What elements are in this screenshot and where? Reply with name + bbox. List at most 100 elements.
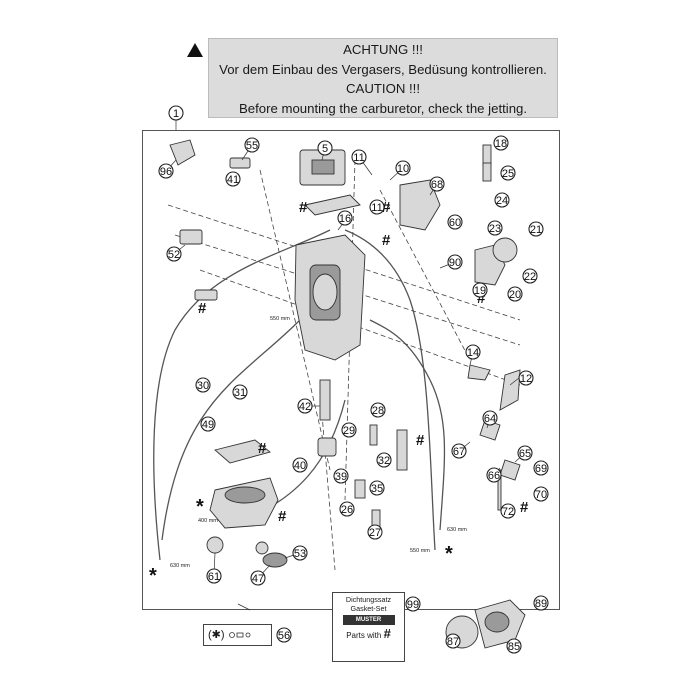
warning-line-en-text: Before mounting the carburetor, check th… — [238, 100, 528, 116]
callout-21: 21 — [528, 221, 544, 237]
svg-text:67: 67 — [453, 446, 465, 458]
svg-text:40: 40 — [294, 460, 306, 472]
callout-96: 96 — [158, 163, 174, 179]
svg-text:32: 32 — [378, 455, 390, 467]
callout-11: 11 — [369, 199, 385, 215]
callout-64: 64 — [482, 410, 498, 426]
svg-text:42: 42 — [299, 401, 311, 413]
callout-66: 66 — [486, 467, 502, 483]
dimension-550mm-bottom: 550 mm — [410, 548, 430, 554]
mixed-parts-legend-box: (✱) — [203, 624, 272, 646]
svg-text:68: 68 — [431, 179, 443, 191]
svg-text:96: 96 — [160, 166, 172, 178]
throttle-cable-right — [344, 229, 436, 551]
small-parts-icon — [228, 632, 251, 638]
callout-31: 31 — [232, 384, 248, 400]
callout-61: 61 — [206, 568, 222, 584]
callout-25: 25 — [500, 165, 516, 181]
gasket-kit-marker: # — [278, 508, 287, 525]
svg-text:11: 11 — [353, 152, 364, 164]
gasket-kit-logo: MUSTER — [342, 615, 395, 625]
svg-text:20: 20 — [509, 289, 521, 301]
svg-text:10: 10 — [397, 163, 409, 175]
callout-89: 89 — [533, 595, 549, 611]
carburetor-body — [294, 149, 366, 361]
svg-text:31: 31 — [234, 387, 246, 399]
callout-18: 18 — [493, 135, 509, 151]
callout-42: 42 — [297, 398, 313, 414]
callout-47: 47 — [250, 570, 266, 586]
svg-text:60: 60 — [449, 217, 461, 229]
gasket-kit-title-en: Gasket-Set — [350, 603, 387, 613]
svg-text:55: 55 — [246, 140, 258, 152]
gasket-kit-marker: # — [520, 499, 529, 516]
callout-55: 55 — [244, 137, 260, 153]
svg-text:49: 49 — [202, 419, 214, 431]
svg-text:28: 28 — [372, 405, 384, 417]
dimension-630mm-right: 630 mm — [447, 527, 467, 533]
throttle-cable-left — [153, 229, 331, 561]
callout-27: 27 — [367, 524, 383, 540]
svg-text:90: 90 — [449, 257, 461, 269]
svg-text:18: 18 — [495, 138, 507, 150]
callout-22: 22 — [522, 268, 538, 284]
svg-text:16: 16 — [339, 213, 351, 225]
svg-text:56: 56 — [278, 630, 290, 642]
callout-40: 40 — [292, 457, 308, 473]
mixed-parts-marker: * — [445, 543, 453, 565]
callout-56: 56 — [276, 627, 292, 643]
callout-30: 30 — [195, 377, 211, 393]
callout-99: 99 — [405, 596, 421, 612]
callout-12: 12 — [518, 370, 534, 386]
dimension-400mm: 400 mm — [198, 518, 218, 524]
callout-60: 60 — [447, 214, 463, 230]
callout-68: 68 — [429, 176, 445, 192]
callout-72: 72 — [500, 503, 516, 519]
callout-67: 67 — [451, 443, 467, 459]
callout-10: 10 — [395, 160, 411, 176]
gasket-kit-marker: # — [416, 432, 425, 449]
svg-text:21: 21 — [530, 224, 542, 236]
callout-35: 35 — [369, 480, 385, 496]
svg-text:24: 24 — [496, 195, 508, 207]
gasket-kit-title-de: Dichtungssatz — [345, 595, 392, 604]
dimension-630mm-left: 630 mm — [170, 563, 190, 569]
mixed-parts-marker: * — [196, 496, 204, 518]
svg-text:35: 35 — [371, 483, 383, 495]
svg-text:25: 25 — [502, 168, 514, 180]
accelerator-pump-parts — [399, 144, 521, 481]
svg-text:61: 61 — [208, 571, 220, 583]
svg-text:30: 30 — [197, 380, 209, 392]
warning-line-de-title: ACHTUNG !!! — [343, 42, 423, 57]
svg-text:29: 29 — [343, 425, 355, 437]
callout-49: 49 — [200, 416, 216, 432]
vent-hose-right — [369, 319, 446, 531]
callout-32: 32 — [376, 452, 392, 468]
callout-39: 39 — [333, 468, 349, 484]
float-bowl — [206, 439, 288, 568]
callout-65: 65 — [517, 445, 533, 461]
svg-text:47: 47 — [252, 573, 264, 585]
warning-triangle-icon — [187, 43, 203, 57]
callout-28: 28 — [370, 402, 386, 418]
callout-23: 23 — [487, 220, 503, 236]
warning-line-en-title: CAUTION !!! — [346, 81, 420, 96]
gasket-kit-marker: # — [382, 232, 391, 249]
vent-hose-long — [161, 319, 301, 541]
svg-text:39: 39 — [335, 471, 347, 483]
gasket-kit-marker: # — [258, 440, 267, 457]
callout-1: 1 — [168, 105, 184, 121]
svg-text:12: 12 — [520, 373, 532, 385]
gasket-kit-marker: # — [299, 199, 308, 216]
svg-text:85: 85 — [508, 641, 520, 653]
callout-53: 53 — [292, 545, 308, 561]
callout-52: 52 — [166, 246, 182, 262]
callout-19: 19 — [472, 282, 488, 298]
mixed-parts-marker: * — [149, 565, 157, 587]
svg-text:5: 5 — [322, 143, 328, 155]
svg-text:22: 22 — [524, 271, 536, 283]
svg-text:41: 41 — [227, 174, 239, 186]
callout-29: 29 — [341, 422, 357, 438]
warning-line-de-text: Vor dem Einbau des Vergasers, Bedüsung k… — [219, 61, 547, 77]
